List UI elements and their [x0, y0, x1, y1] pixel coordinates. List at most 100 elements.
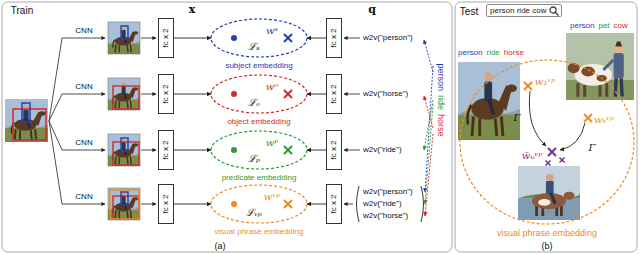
cnn-arrow [49, 38, 105, 204]
bracket [357, 186, 424, 222]
word-vector: w2v("horse") [363, 211, 408, 220]
panel-title: Test [460, 6, 478, 18]
input-photo [22, 103, 30, 122]
region-thumbnail [108, 188, 140, 220]
embedding-vector: wₖᵛᵖ [594, 114, 614, 126]
region-thumbnail [108, 78, 140, 110]
connector-arrow [307, 204, 326, 205]
region-thumbnail [113, 196, 139, 219]
feature-symbol: q [368, 4, 376, 17]
node-label: person ride cow [490, 6, 546, 15]
embedding-outline [211, 185, 307, 223]
node-label: visual phrase embedding [215, 227, 304, 236]
fc-layer-box: fc x 2 [158, 74, 174, 114]
network-label: CNN [75, 82, 92, 91]
word-arrow [425, 104, 433, 204]
region-thumbnail [108, 134, 140, 166]
region-thumbnail [108, 78, 140, 110]
phrase-word: ride [486, 48, 499, 57]
embedding-outline [460, 60, 634, 224]
fc-layer-box: fc x 2 [326, 184, 342, 224]
search-box: person ride cow [486, 4, 562, 17]
loss-symbol: ℒᵥₚ [246, 207, 262, 219]
embedding-vector: w̄ᵤᵛᵖ [522, 150, 542, 162]
node-label: predicate embedding [222, 173, 297, 182]
embedding-point [231, 35, 237, 41]
fc-layer-box: fc x 2 [158, 130, 174, 170]
feature-arrow [141, 204, 156, 205]
embedding-point [546, 161, 551, 166]
phrase-word: person [436, 63, 446, 91]
bracket [357, 186, 360, 222]
connector-arrow [307, 38, 326, 39]
phrase-word: horse [504, 48, 524, 57]
word-vector: w2v("ride") [363, 145, 402, 154]
node-label: subject embedding [225, 61, 292, 70]
connector-arrow [174, 38, 211, 39]
node-label: fc x 2 [161, 194, 170, 213]
phrase-word: person [570, 21, 594, 30]
panel-letter: (a) [215, 241, 226, 251]
embedding-point [548, 148, 556, 156]
region-thumbnail [110, 190, 139, 219]
cnn-arrow [49, 38, 105, 121]
embedding-vector: w₁ᵛᵖ [535, 76, 555, 88]
node-label: fc x 2 [161, 84, 170, 103]
region-thumbnail [121, 192, 128, 205]
feature-arrow [141, 150, 156, 151]
embedding-vector: wˢ [266, 25, 278, 37]
cnn-arrow [49, 94, 105, 121]
test-photo [458, 62, 520, 140]
feature-arrow [344, 150, 360, 151]
word-vector: w2v("person") [363, 33, 413, 42]
region-thumbnail [121, 138, 128, 151]
region-thumbnail [108, 22, 140, 54]
phrase-word: cow [614, 21, 628, 30]
feature-arrow [344, 204, 353, 205]
panel-letter: (b) [542, 241, 553, 251]
fc-layer-box: fc x 2 [326, 18, 342, 58]
word-arrow [425, 134, 433, 216]
node-label: visual phrase embedding [497, 228, 597, 238]
transfer-symbol: Γ [514, 112, 521, 124]
feature-symbol: x [189, 4, 196, 17]
connector-arrow [307, 150, 326, 151]
phrase-label: personridehorse [458, 48, 524, 57]
phrase-word: ride [436, 95, 446, 110]
embedding-point [584, 114, 592, 122]
transfer-symbol: Γ [589, 142, 596, 154]
region-thumbnail [121, 26, 128, 39]
region-thumbnail [108, 22, 140, 220]
node-label: object embedding [227, 117, 290, 126]
embedding-vector: wᵒ [266, 81, 278, 93]
transfer-arrow [529, 91, 585, 150]
embedding-vector: wᵖ [266, 137, 279, 149]
transfer-arrow [560, 123, 585, 150]
cnn-arrow [49, 121, 105, 150]
input-photo [5, 99, 48, 142]
test-photo [458, 33, 634, 220]
word-vector: w2v("horse") [363, 89, 408, 98]
phrase-label: personpetcow [570, 21, 628, 30]
word-arrow [424, 40, 433, 72]
connector-arrow [174, 150, 211, 151]
embedding-point [284, 146, 292, 154]
loss-symbol: ℒₒ [248, 97, 260, 109]
region-thumbnail [113, 142, 139, 165]
embedding-point [231, 201, 237, 207]
magnifier-icon [556, 12, 559, 15]
embedding-point [231, 91, 237, 97]
embedding-point [231, 147, 237, 153]
node-label: fc x 2 [329, 84, 338, 103]
loss-symbol: ℒₛ [248, 41, 259, 53]
test-photo [566, 33, 634, 100]
feature-arrow [141, 38, 156, 39]
test-photo [518, 166, 580, 220]
embedding-point [284, 34, 292, 42]
connector-arrow [307, 94, 326, 95]
panel-frame [455, 2, 637, 252]
magnifier-icon [550, 7, 556, 13]
feature-arrow [344, 94, 360, 95]
magnifier-icon [549, 6, 559, 16]
